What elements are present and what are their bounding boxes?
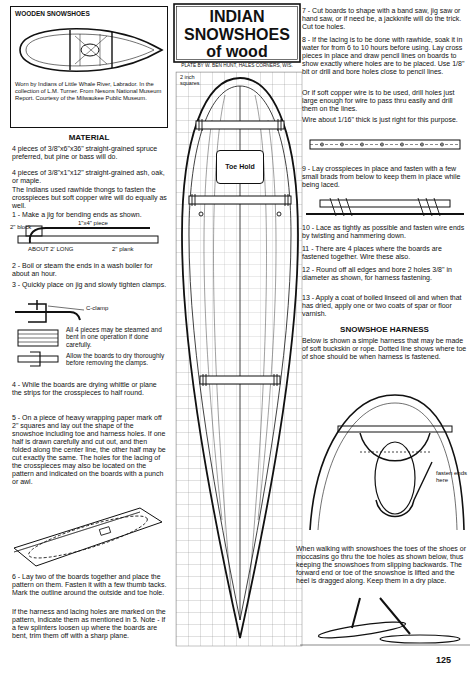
- instruction-text: 4 pieces of 3/8"x1"x12" straight-grained…: [12, 169, 167, 185]
- crosspiece: [200, 376, 280, 384]
- instruction-text: 9 - Lay crosspieces in place and fasten …: [302, 165, 467, 189]
- snowshoe: [380, 635, 460, 643]
- toe-line: [360, 452, 430, 453]
- wood-grain: [204, 95, 276, 600]
- clamp-drawing: [15, 300, 84, 322]
- shoe-frame: [26, 34, 154, 66]
- pencil-line: [310, 144, 460, 145]
- inset-box: WOODEN SNOWSHOES Worn by Indians of Littl…: [10, 6, 168, 128]
- instruction-text: Wire about 1/16" thick is just right for…: [302, 116, 467, 124]
- board: [15, 312, 80, 320]
- part-label: 1"x4" piece: [78, 220, 128, 227]
- part-label: 2 inch squares: [180, 74, 208, 87]
- instruction-text: 13 - Apply a coat of boiled linseed oil …: [302, 294, 467, 318]
- board-strip: [310, 140, 460, 149]
- page-number: 125: [436, 655, 468, 665]
- instruction-text: 5 - On a piece of heavy wrapping paper m…: [12, 414, 167, 486]
- lacing: [75, 34, 107, 66]
- instruction-text: 6 - Lay two of the boards together and p…: [12, 573, 167, 597]
- instruction-text: 7 - Cut boards to shape with a band saw,…: [302, 7, 467, 31]
- wire-wrap: [330, 198, 440, 216]
- box-heading: WOODEN SNOWSHOES: [15, 10, 163, 17]
- section-heading: MATERIAL: [14, 133, 164, 142]
- instruction-text: 8 - If the lacing is to be done with raw…: [302, 36, 467, 76]
- c-clamp: [30, 352, 40, 366]
- instruction-text: The Indians used rawhide thongs to faste…: [12, 186, 167, 210]
- shoe-outline: [182, 78, 298, 638]
- instruction-text: All 4 pieces may be steamed and bent in …: [66, 326, 166, 348]
- plank: [18, 236, 158, 243]
- heel-strap: [376, 462, 432, 517]
- instruction-text: Or if soft copper wire is to be used, dr…: [302, 89, 467, 113]
- board: [306, 213, 464, 215]
- toe-hole: [99, 527, 110, 536]
- board-stack: [18, 330, 58, 346]
- title-border: [174, 4, 300, 62]
- part-label: 2" block: [10, 224, 40, 231]
- grid: [176, 72, 302, 646]
- instruction-text: When walking with snowshoes the toes of …: [296, 545, 468, 585]
- instruction-text: 1 - Make a jig for bending ends as shown…: [12, 211, 167, 219]
- box-heading: Toe Hold: [225, 163, 254, 171]
- pattern-drawing: [14, 508, 162, 566]
- jig-drawing: [18, 226, 158, 243]
- drying-board: [18, 356, 58, 362]
- boards: [14, 508, 162, 566]
- instruction-text: 11 - There are 4 places where the boards…: [302, 245, 467, 261]
- toe-hold-box: Toe Hold: [216, 150, 264, 184]
- lacing: [192, 119, 288, 386]
- harness-hole: [277, 212, 281, 216]
- crosspiece: [189, 196, 291, 204]
- snowshoe: [318, 619, 407, 641]
- bent-board: [30, 228, 150, 243]
- instruction-text: 10 - Lace as tightly as possible and fas…: [302, 224, 467, 240]
- illustration-space: [15, 17, 163, 81]
- stack-drawing: [18, 330, 58, 366]
- board-edge: [18, 334, 58, 342]
- title-frame: [174, 4, 300, 62]
- toe-strap: [360, 433, 430, 461]
- part-label: fasten ends here: [436, 470, 468, 484]
- snow-line: [300, 645, 470, 646]
- leader-line: [48, 306, 84, 310]
- instruction-text: If the harness and lacing holes are mark…: [12, 608, 167, 640]
- leg: [352, 598, 410, 634]
- harness-loop: [81, 44, 99, 56]
- snowshoe-plan: [182, 78, 298, 638]
- crossbar: [111, 32, 112, 68]
- instruction-text: Allow the boards to dry thoroughly befor…: [66, 352, 166, 367]
- shoe-frame: [318, 403, 457, 530]
- walking-drawing: [300, 598, 470, 645]
- pattern-outline: [25, 508, 150, 565]
- shoe-inner-outline: [189, 86, 291, 620]
- credit-line: PLATE BY W. BEN HUNT, HALES CORNERS, WIS…: [172, 63, 302, 69]
- instruction-text: 4 pieces of 3/8"x6"x36" straight-grained…: [12, 145, 167, 161]
- moccasin: [375, 442, 415, 514]
- section-heading: SNOWSHOE HARNESS: [302, 325, 467, 334]
- plate-title: INDIAN SNOWSHOES of wood: [180, 8, 294, 61]
- part-label: 2" plank: [112, 246, 157, 253]
- instruction-text: Below is shown a simple harness that may…: [302, 337, 467, 361]
- harness-hole: [199, 212, 203, 216]
- instruction-text: 2 - Boil or steam the ends in a wash boi…: [12, 262, 167, 278]
- drill-drawing: [310, 140, 460, 149]
- part-label: C-clamp: [86, 305, 126, 312]
- shoe-frame: [20, 29, 162, 71]
- inset-snowshoe: [20, 29, 162, 71]
- crosspiece: [338, 426, 452, 432]
- harness-drawing: [310, 395, 464, 530]
- crosspiece: [196, 121, 284, 129]
- box-caption: Worn by Indians of Little Whale River, L…: [15, 81, 163, 101]
- clamp-screw: [36, 300, 38, 310]
- instruction-text: 4 - While the boards are drying whittle …: [12, 381, 167, 397]
- instruction-text: 3 - Quickly place on jig and slowly tigh…: [12, 281, 167, 289]
- crossbar: [69, 30, 70, 70]
- part-label: ABOUT 2' LONG: [28, 246, 98, 253]
- instruction-text: 12 - Round off all edges and bore 2 hole…: [302, 266, 467, 282]
- drill-holes: [321, 143, 444, 146]
- shoe-frame: [310, 395, 464, 530]
- lacing-drawing: [306, 198, 464, 216]
